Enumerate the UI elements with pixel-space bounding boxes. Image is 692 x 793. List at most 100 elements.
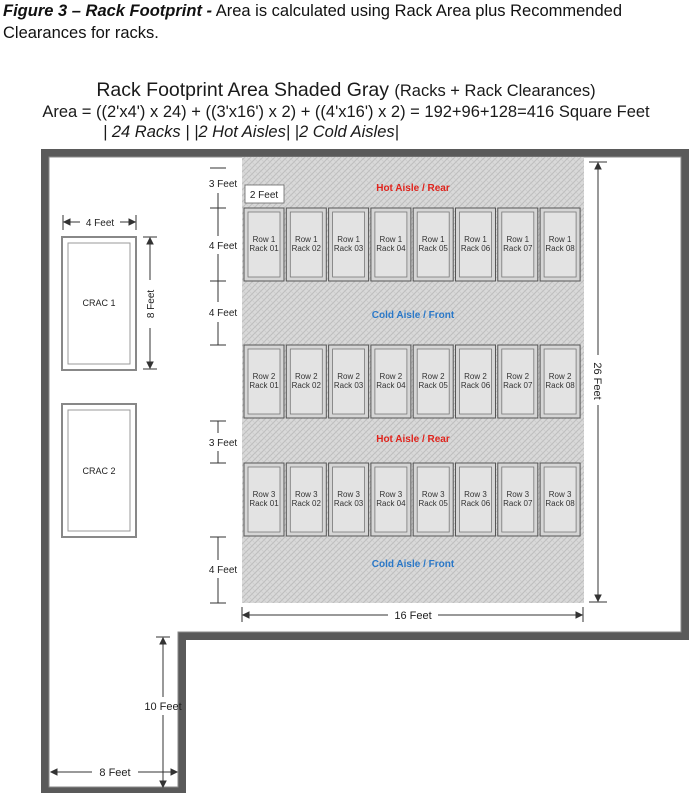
rack-inner [459, 466, 492, 533]
rack-row-label: Row 3 [295, 490, 318, 499]
rack-inner [289, 211, 323, 278]
rack-number-label: Rack 05 [419, 244, 449, 253]
rack-number-label: Rack 02 [292, 381, 322, 390]
rack-number-label: Rack 05 [419, 381, 449, 390]
dimension-hot-mid: 3 Feet [209, 438, 238, 449]
rack-inner [501, 348, 535, 415]
rack-row-label: Row 3 [506, 490, 529, 499]
rack-row-label: Row 3 [422, 490, 445, 499]
rack-number-label: Rack 08 [545, 381, 575, 390]
rack-number-label: Rack 07 [503, 499, 533, 508]
rack-inner [332, 466, 366, 533]
rack-number-label: Rack 03 [334, 381, 364, 390]
rack-number-label: Rack 03 [334, 499, 364, 508]
rack-number-label: Rack 08 [545, 244, 575, 253]
hot-aisle-label: Hot Aisle / Rear [376, 183, 450, 194]
rack-number-label: Rack 02 [292, 244, 322, 253]
rack-inner [459, 348, 492, 415]
rack-row-label: Row 2 [253, 372, 276, 381]
vertical-dimension-guides [210, 167, 226, 604]
rack-row-label: Row 3 [253, 490, 276, 499]
rack-row-label: Row 2 [337, 372, 360, 381]
total-height-label: 26 Feet [591, 362, 603, 399]
rack-inner [543, 211, 577, 278]
rack-number-label: Rack 05 [419, 499, 449, 508]
rack-inner [332, 348, 366, 415]
rack-inner [247, 466, 281, 533]
rack-row-label: Row 1 [422, 235, 445, 244]
rack-inner [374, 348, 408, 415]
total-height-dimension [589, 161, 607, 603]
rack-inner [416, 348, 450, 415]
rack-inner [247, 211, 281, 278]
ell-height-dimension [156, 636, 170, 789]
crac-unit-2-inner [67, 409, 131, 532]
rack-inner [374, 211, 408, 278]
rack-inner [289, 466, 323, 533]
rack-width-label: 2 Feet [250, 190, 279, 201]
area-breakdown: | 24 Racks | |2 Hot Aisles| |2 Cold Aisl… [103, 123, 399, 141]
dimension-hot-top: 3 Feet [209, 179, 238, 190]
rack-number-label: Rack 07 [503, 244, 533, 253]
rack-inner [416, 211, 450, 278]
shaded-width-dimension [241, 607, 584, 622]
ell-width-dimension [49, 768, 179, 776]
rack-number-label: Rack 06 [461, 381, 491, 390]
ell-width-label: 8 Feet [99, 767, 130, 779]
rack-number-label: Rack 08 [545, 499, 575, 508]
diagram-title-main: Rack Footprint Area Shaded Gray [96, 79, 389, 101]
dimension-cold-mid: 4 Feet [209, 308, 238, 319]
rack-number-label: Rack 04 [376, 499, 406, 508]
rack-row-label: Row 1 [506, 235, 529, 244]
rack-row-label: Row 2 [549, 372, 572, 381]
rack-inner [374, 466, 408, 533]
crac-unit-1-inner [67, 242, 131, 365]
figure-label: Figure 3 – Rack Footprint - [3, 2, 213, 20]
rack-row-label: Row 2 [506, 372, 529, 381]
figure-caption: Figure 3 – Rack Footprint - Area is calc… [3, 0, 689, 44]
rack-inner [289, 348, 323, 415]
rack-inner [543, 466, 577, 533]
rack-number-label: Rack 04 [376, 244, 406, 253]
crac-width-label: 4 Feet [86, 218, 115, 229]
crac-width-dimension [62, 215, 137, 230]
dimension-cold-bottom: 4 Feet [209, 565, 238, 576]
hot-aisle-label: Hot Aisle / Rear [376, 434, 450, 445]
rack-number-label: Rack 01 [249, 499, 279, 508]
rack-row-label: Row 2 [422, 372, 445, 381]
rack-row-label: Row 1 [549, 235, 572, 244]
crac-height-label: 8 Feet [146, 290, 157, 319]
rack-number-label: Rack 03 [334, 244, 364, 253]
rack-number-label: Rack 06 [461, 499, 491, 508]
cold-aisle-label: Cold Aisle / Front [372, 310, 455, 321]
shaded-width-label: 16 Feet [394, 610, 431, 622]
diagram-title-paren: (Racks + Rack Clearances) [394, 82, 596, 100]
rack-inner [459, 211, 492, 278]
figure-caption-text: Area is calculated using Rack Area plus … [3, 2, 623, 42]
rack-number-label: Rack 02 [292, 499, 322, 508]
rack-inner [543, 348, 577, 415]
room-wall-inner [48, 156, 682, 788]
dimension-rack-row: 4 Feet [209, 241, 238, 252]
cold-aisle-label: Cold Aisle / Front [372, 559, 455, 570]
rack-row-label: Row 1 [253, 235, 276, 244]
